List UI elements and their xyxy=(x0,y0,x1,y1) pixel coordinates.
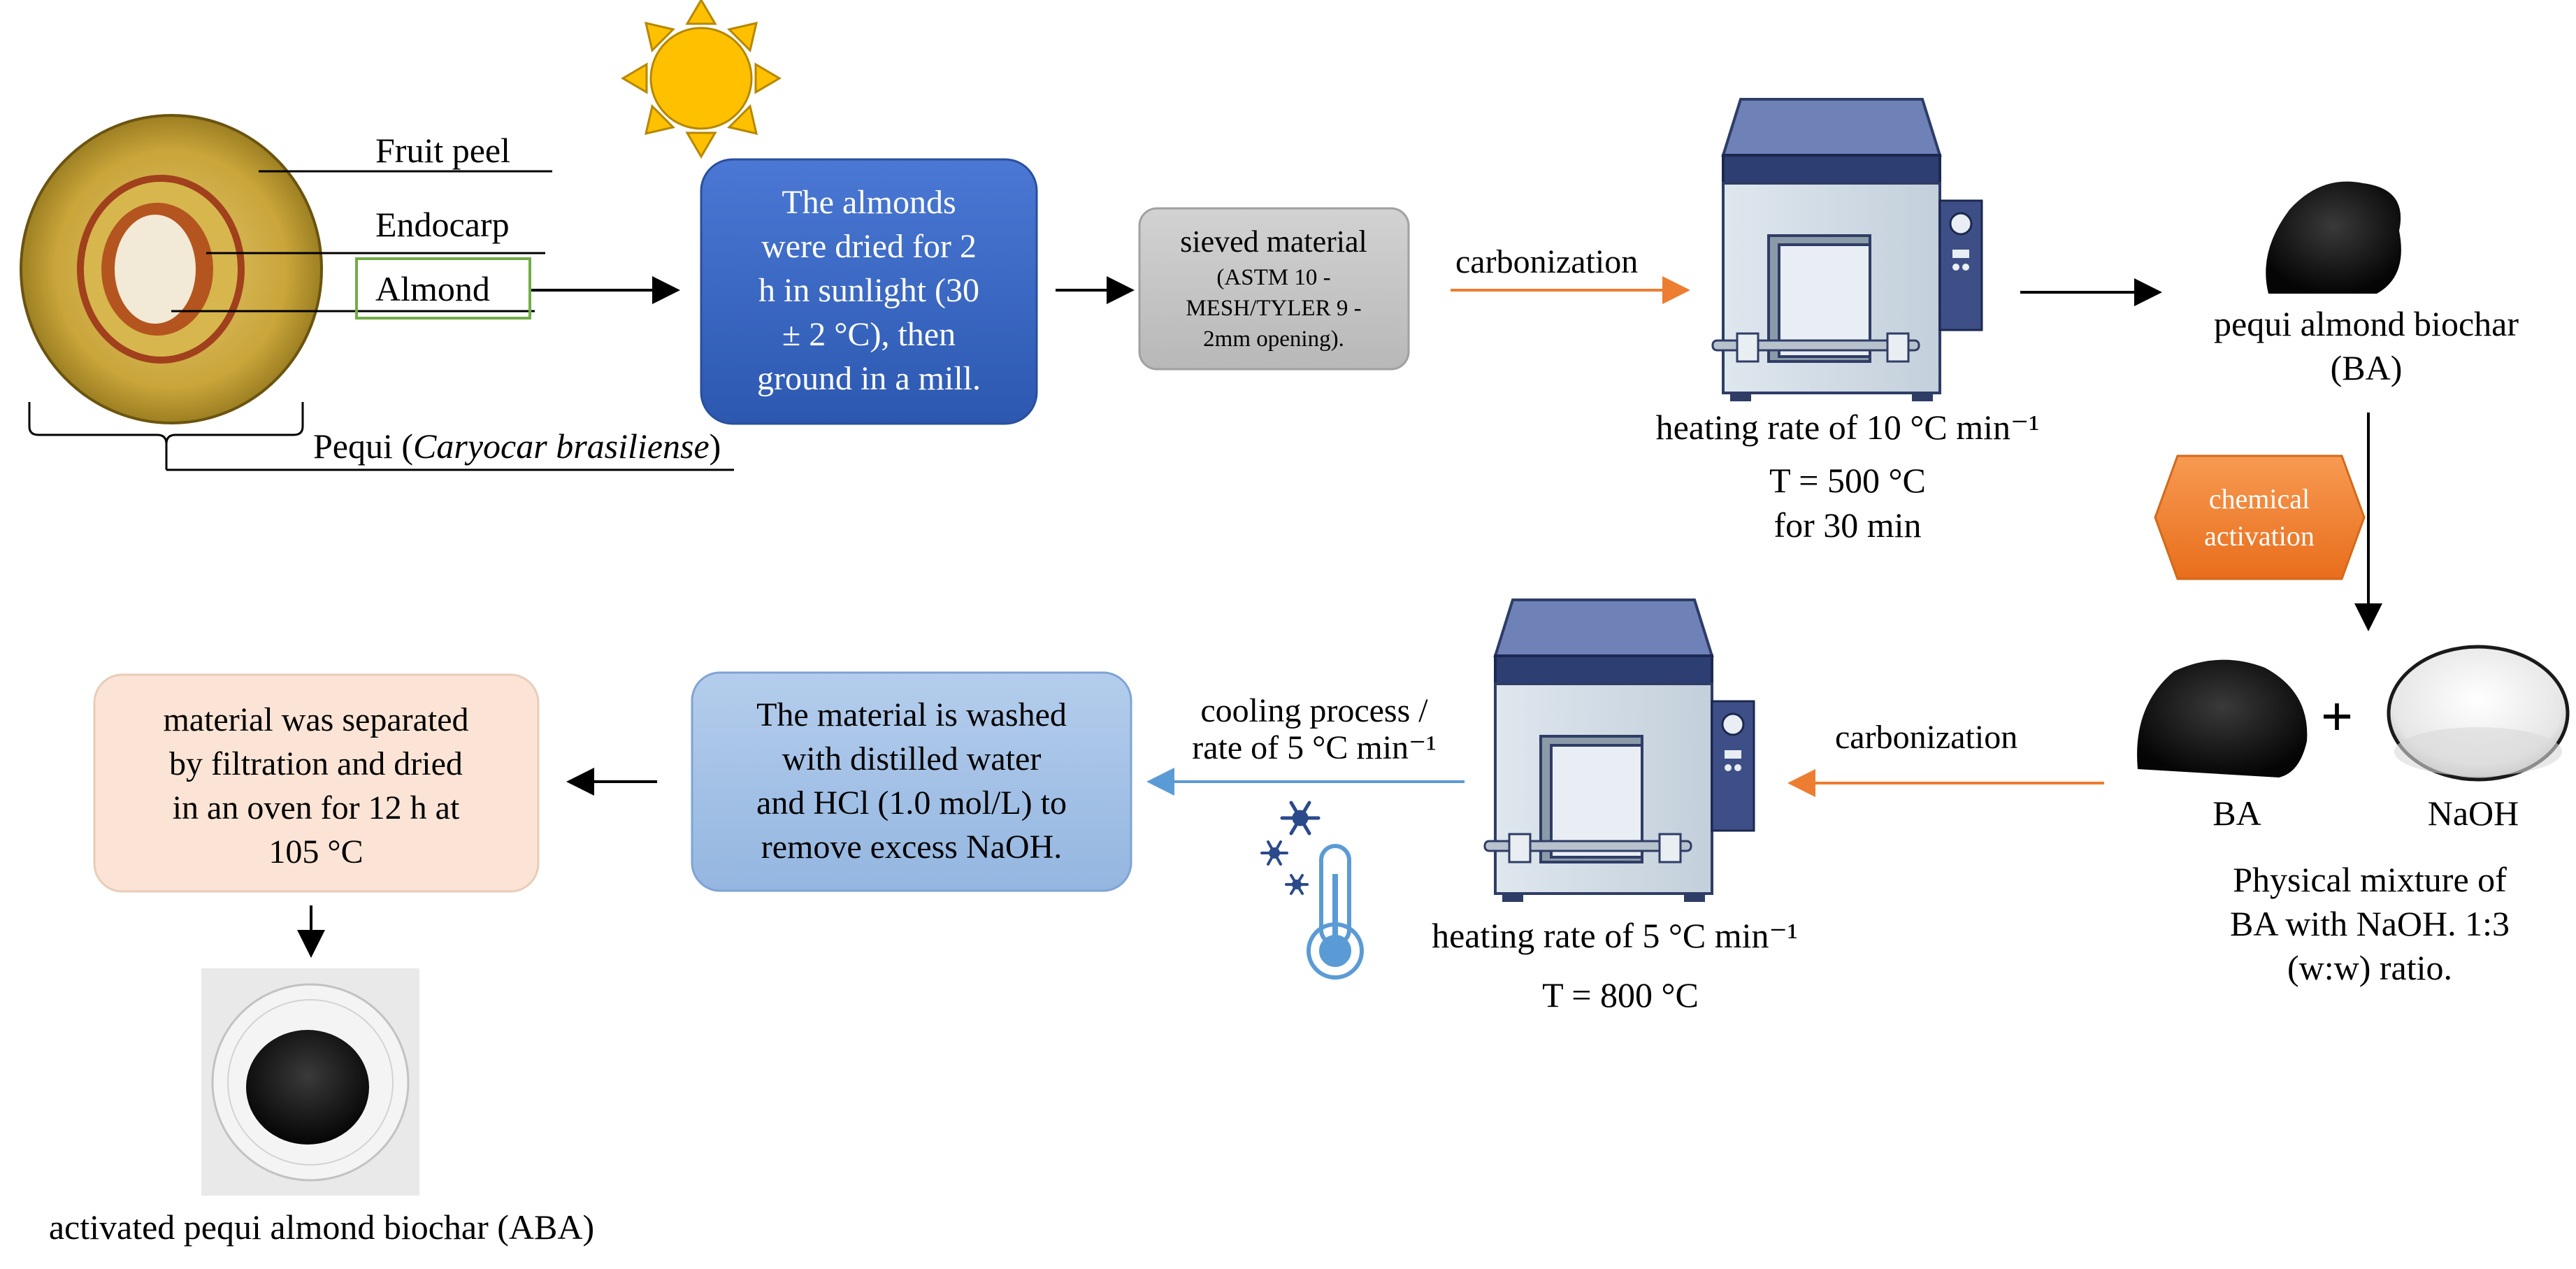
endocarp-label: Endocarp xyxy=(375,205,510,244)
filtration-line-2: by filtration and dried xyxy=(169,745,463,782)
almond-highlight-box xyxy=(355,257,531,320)
chemical-activation-badge: chemical activation xyxy=(2154,454,2366,580)
sieved-detail-1: (ASTM 10 - xyxy=(1216,265,1330,290)
plus-sign: + xyxy=(2321,684,2354,748)
mixture-line-3: (w:w) ratio. xyxy=(2287,948,2452,987)
washing-line-2: with distilled water xyxy=(782,740,1042,777)
drying-line-3: h in sunlight (30 xyxy=(758,272,979,309)
sieved-detail-3: 2mm opening). xyxy=(1203,327,1344,352)
drying-line-2: were dried for 2 xyxy=(761,228,977,265)
snowflake-icon xyxy=(1285,874,1309,895)
cooling-line-2: rate of 5 °C min⁻¹ xyxy=(1192,729,1437,766)
mixture-line-1: Physical mixture of xyxy=(2233,860,2507,899)
carbonization-label-1: carbonization xyxy=(1455,243,1638,280)
temperature-1: T = 500 °C xyxy=(1769,461,1926,500)
final-product-label: activated pequi almond biochar (ABA) xyxy=(49,1207,594,1247)
pequi-fruit-image xyxy=(20,114,323,424)
temperature-2: T = 800 °C xyxy=(1542,975,1699,1015)
chemical-activation-line-1: chemical xyxy=(2209,483,2310,515)
biochar-pile-icon xyxy=(2266,181,2401,294)
washing-line-4: remove excess NaOH. xyxy=(761,829,1063,866)
chemical-activation-line-2: activation xyxy=(2204,520,2315,552)
almond-label: Almond xyxy=(375,269,490,308)
biochar-abbr: (BA) xyxy=(2331,348,2403,387)
filtration-line-4: 105 °C xyxy=(268,833,363,870)
ba-pile-icon xyxy=(2137,659,2308,777)
furnace-icon xyxy=(1711,98,1983,403)
snowflake-icon xyxy=(1260,840,1288,866)
filtration-line-3: in an oven for 12 h at xyxy=(173,789,460,826)
drying-line-1: The almonds xyxy=(782,184,956,221)
pequi-label: Pequi (Caryocar brasiliense) xyxy=(313,426,721,466)
naoh-label: NaOH xyxy=(2428,794,2519,833)
drying-line-5: ground in a mill. xyxy=(757,360,981,397)
washing-line-1: The material is washed xyxy=(756,696,1067,733)
filtration-line-1: material was separated xyxy=(163,701,468,738)
naoh-pile-icon xyxy=(2387,645,2570,782)
fruit-peel-label: Fruit peel xyxy=(375,131,510,170)
washing-step-box: The material is washed with distilled wa… xyxy=(691,671,1132,892)
petri-dish-image xyxy=(201,968,419,1196)
ba-label: BA xyxy=(2212,794,2261,833)
drying-line-4: ± 2 °C), then xyxy=(782,316,956,353)
thermometer-icon xyxy=(1307,844,1364,980)
mixture-line-2: BA with NaOH. 1:3 xyxy=(2230,904,2510,943)
drying-step-box: The almonds were dried for 2 h in sunlig… xyxy=(700,158,1038,425)
heating-rate-1: heating rate of 10 °C min⁻¹ xyxy=(1656,408,2040,447)
sun-icon xyxy=(621,0,782,159)
biochar-label: pequi almond biochar xyxy=(2214,304,2519,343)
washing-line-3: and HCl (1.0 mol/L) to xyxy=(756,784,1067,822)
carbonization-label-2: carbonization xyxy=(1835,719,2017,756)
sieved-material-box: sieved material (ASTM 10 - MESH/TYLER 9 … xyxy=(1138,207,1410,371)
sieved-detail-2: MESH/TYLER 9 - xyxy=(1186,296,1361,321)
cooling-line-1: cooling process / xyxy=(1200,692,1428,729)
duration-1: for 30 min xyxy=(1773,506,1921,545)
snowflake-icon xyxy=(1280,801,1321,836)
filtration-step-box: material was separated by filtration and… xyxy=(93,673,540,893)
heating-rate-2: heating rate of 5 °C min⁻¹ xyxy=(1432,916,1798,955)
furnace-icon xyxy=(1483,598,1755,903)
sieved-title: sieved material xyxy=(1180,224,1367,259)
